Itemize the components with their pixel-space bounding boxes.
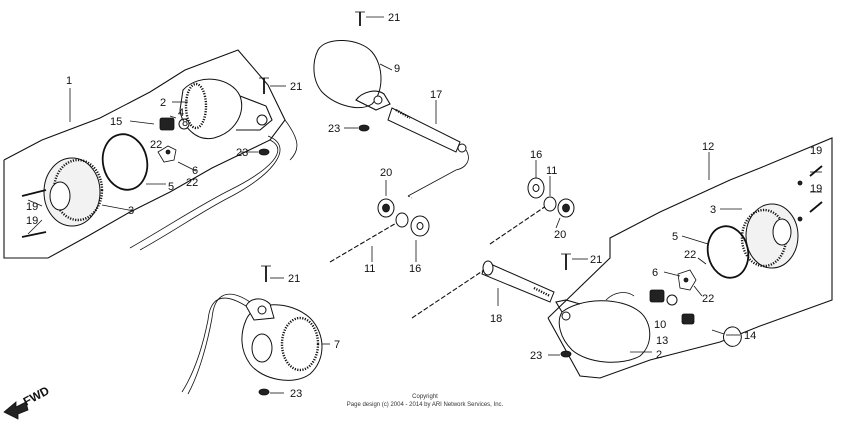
screw-21-left <box>259 77 269 94</box>
callout-11: 11 <box>546 165 557 177</box>
fwd-arrow-icon <box>3 401 29 420</box>
callout-23: 23 <box>328 123 340 135</box>
rod-11-right <box>489 196 557 245</box>
callout-labels: 1 2 4 15 8 22 6 22 5 3 19 19 21 23 21 9 … <box>26 12 822 400</box>
callout-13: 13 <box>656 335 668 347</box>
nut-20-right <box>557 198 575 218</box>
screw-19-right <box>797 165 823 222</box>
bulb-socket-right <box>649 269 697 325</box>
callout-1: 1 <box>66 75 72 87</box>
callout-18: 18 <box>490 313 502 325</box>
callout-15: 15 <box>110 116 122 128</box>
bolt-23-left <box>258 148 270 156</box>
lens-left <box>43 157 104 227</box>
callout-22: 22 <box>186 177 198 189</box>
bolt-23-right <box>560 350 572 358</box>
callout-2: 2 <box>160 97 166 109</box>
callout-3: 3 <box>710 204 716 216</box>
stay-17 <box>387 107 469 199</box>
callout-20: 20 <box>554 229 566 241</box>
callout-21: 21 <box>288 273 300 285</box>
callout-8: 8 <box>182 117 188 129</box>
callout-23: 23 <box>236 147 248 159</box>
callout-22: 22 <box>702 293 714 305</box>
callout-4: 4 <box>178 107 184 119</box>
housing-left <box>179 78 273 140</box>
right-turn-signal-assembly <box>547 137 833 379</box>
callout-5: 5 <box>672 231 678 243</box>
callout-9: 9 <box>394 63 400 75</box>
callout-19: 19 <box>810 145 822 157</box>
callout-16: 16 <box>409 263 421 275</box>
callout-21: 21 <box>388 12 400 24</box>
callout-10: 10 <box>654 319 666 331</box>
callout-11: 11 <box>364 263 375 275</box>
washer-16-center <box>410 215 430 237</box>
rubber-ring-right <box>706 225 750 279</box>
callout-22: 22 <box>684 249 696 261</box>
callout-6: 6 <box>652 267 658 279</box>
center-parts <box>329 180 430 263</box>
bulb-socket-left <box>157 117 190 163</box>
left-turn-signal-assembly <box>3 49 298 259</box>
copyright-line-1: Copyright <box>412 394 438 400</box>
screw-19-left <box>21 189 47 238</box>
copyright: Copyright Page design (c) 2004 - 2014 by… <box>347 394 504 408</box>
nut-20-center <box>377 198 395 218</box>
leader-lines <box>27 16 822 394</box>
callout-20: 20 <box>380 167 392 179</box>
callout-6: 6 <box>192 165 198 177</box>
lens-right <box>740 203 799 269</box>
right-mid-parts <box>411 160 575 319</box>
callout-21: 21 <box>290 81 302 93</box>
callout-3: 3 <box>128 205 134 217</box>
fwd-label: FWD <box>21 383 52 408</box>
stay-18 <box>411 260 555 319</box>
callout-17: 17 <box>430 89 442 101</box>
rubber-ring-left <box>101 133 149 191</box>
screw-21-top <box>355 11 365 26</box>
callout-12: 12 <box>702 141 714 153</box>
callout-19: 19 <box>810 183 822 195</box>
fwd-indicator: FWD <box>3 383 52 420</box>
screw-21-right <box>561 253 571 270</box>
bulb-14 <box>711 326 742 347</box>
bottom-turn-signal-housing <box>181 265 323 396</box>
screw-21-bottom <box>261 265 271 282</box>
copyright-line-2: Page design (c) 2004 - 2014 by ARI Netwo… <box>347 402 504 408</box>
bolt-23-top <box>358 124 370 132</box>
callout-22: 22 <box>150 139 162 151</box>
callout-23: 23 <box>290 388 302 400</box>
callout-19: 19 <box>26 215 38 227</box>
callout-2: 2 <box>656 349 662 361</box>
top-turn-signal-housing <box>313 11 469 199</box>
housing-right <box>555 292 651 363</box>
callout-21: 21 <box>590 254 602 266</box>
callout-23: 23 <box>530 350 542 362</box>
callout-5: 5 <box>168 181 174 193</box>
washer-16-right <box>527 177 545 199</box>
rod-11-center <box>329 212 409 263</box>
callout-14: 14 <box>744 330 756 342</box>
callout-7: 7 <box>334 339 340 351</box>
bolt-23-bottom <box>258 388 270 396</box>
callout-19: 19 <box>26 201 38 213</box>
callout-16: 16 <box>530 149 542 161</box>
